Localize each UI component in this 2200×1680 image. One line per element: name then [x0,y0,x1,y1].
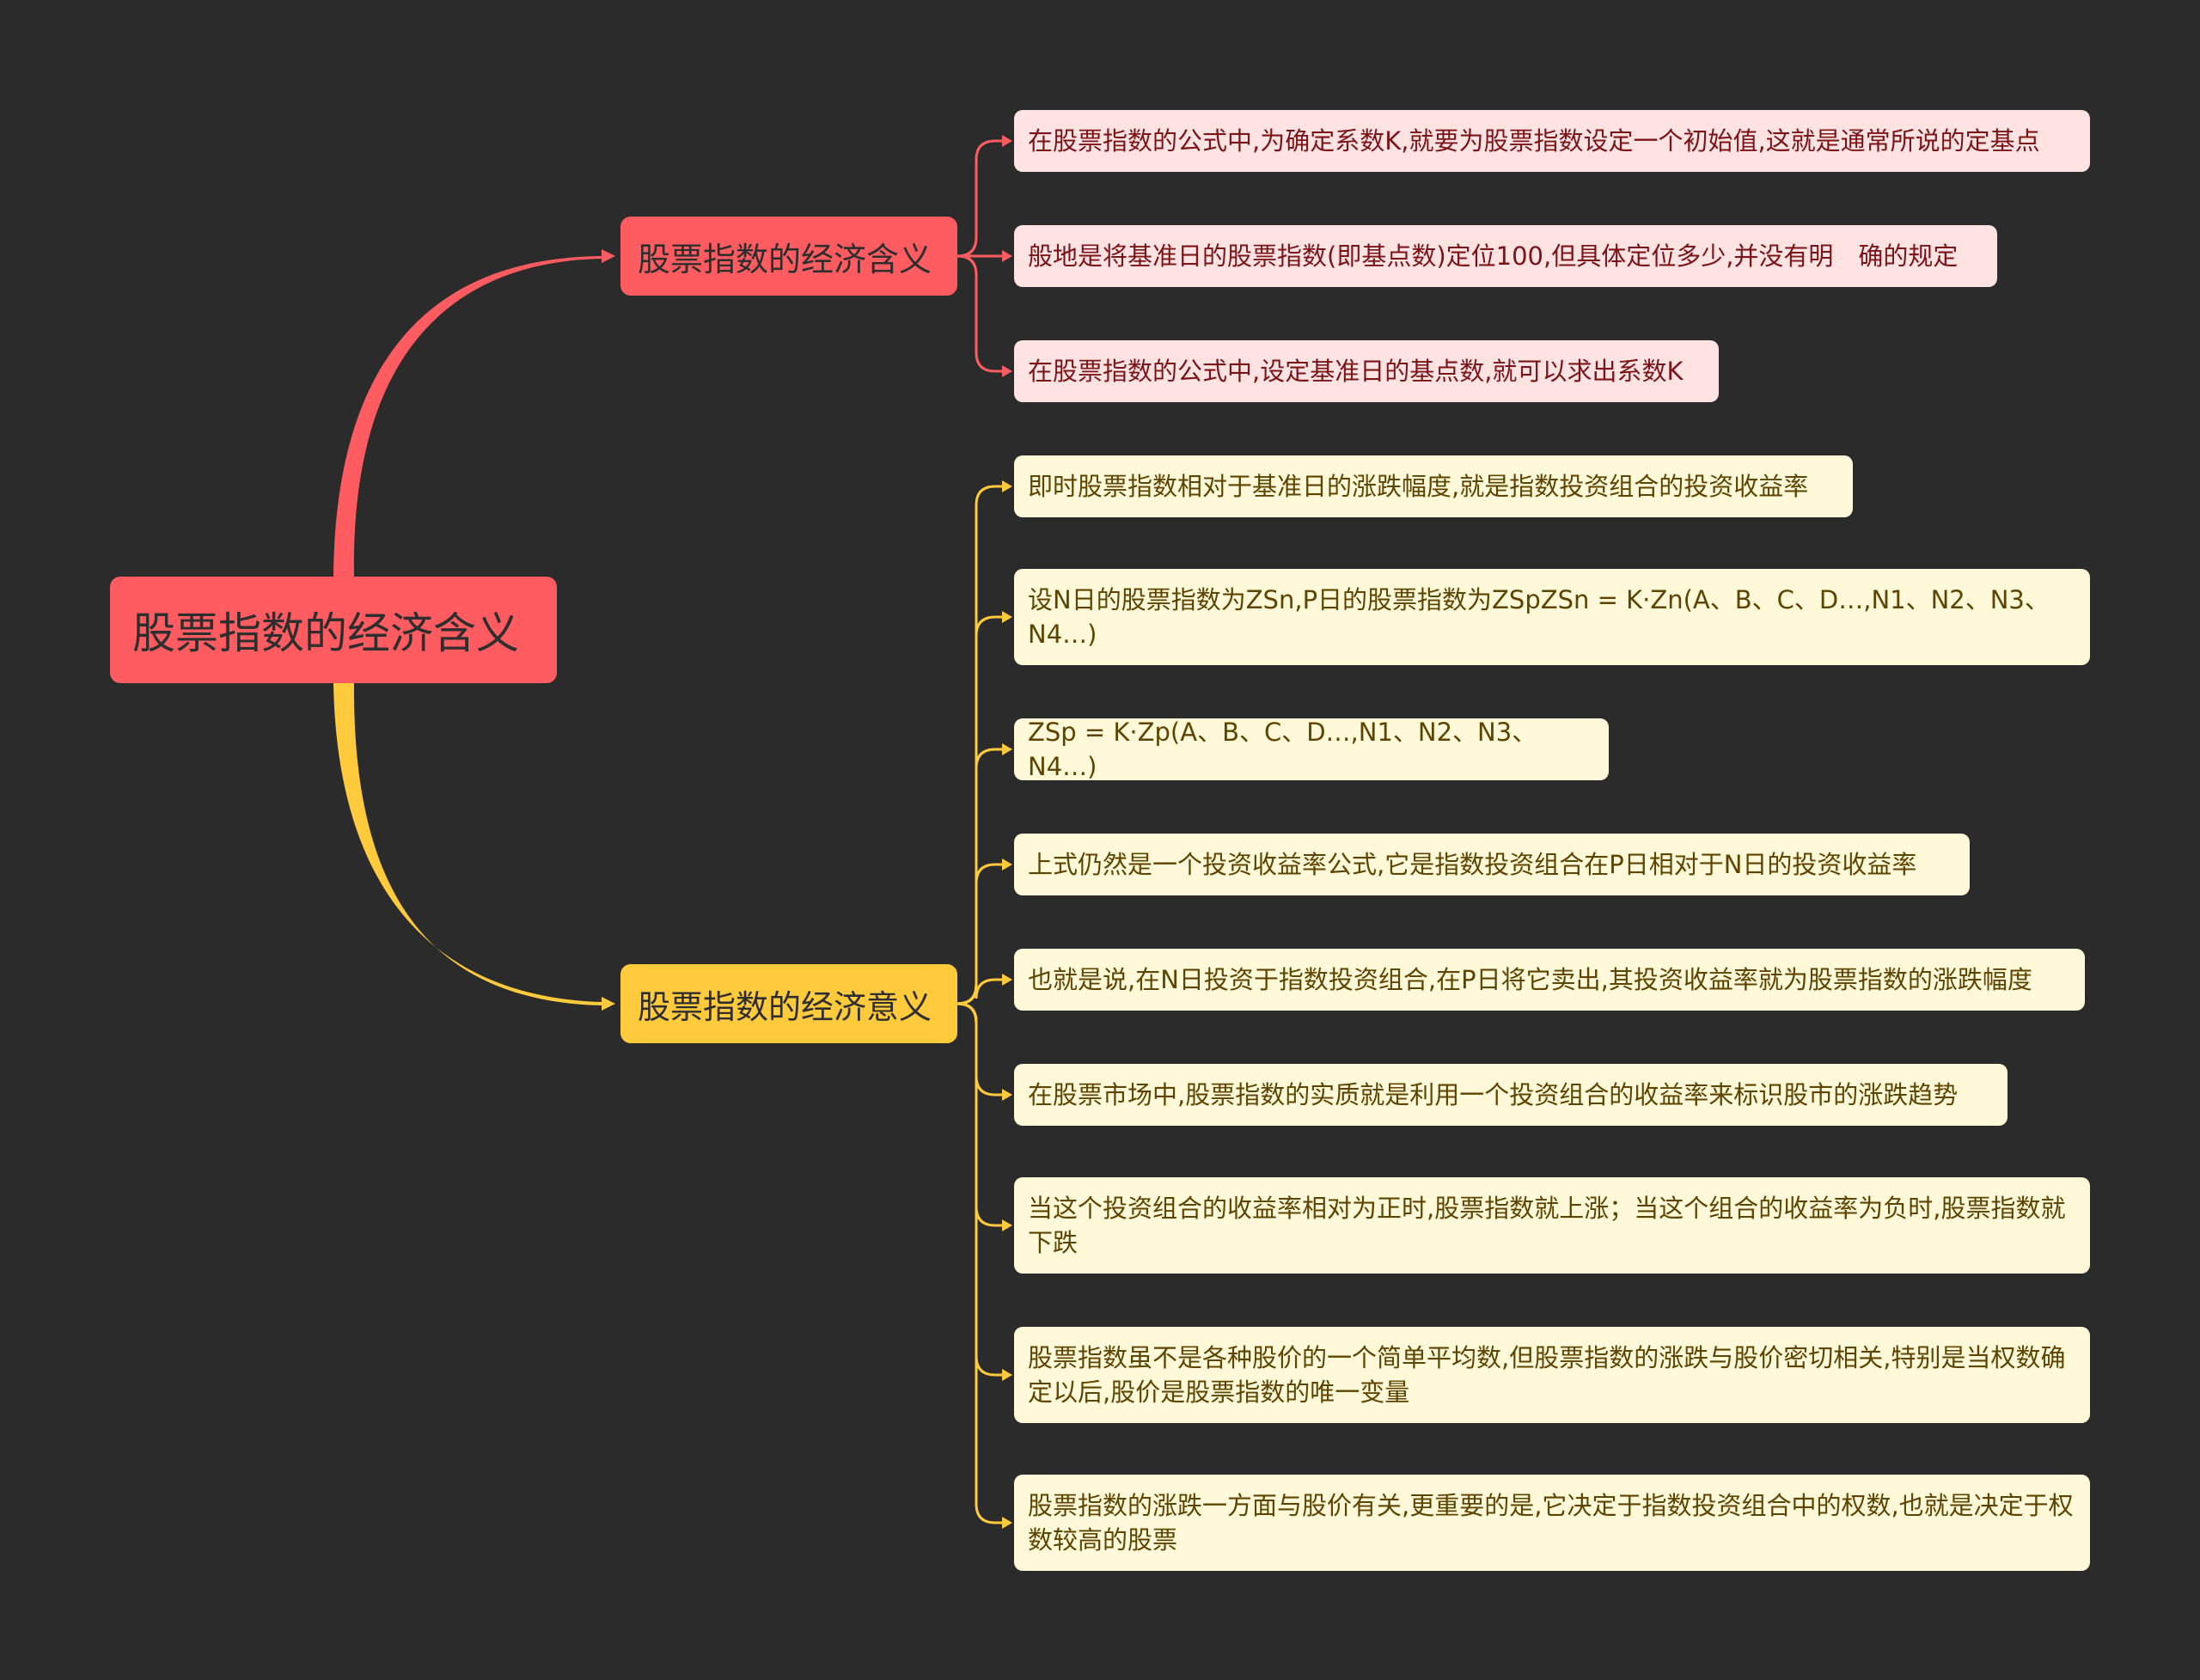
leaf-node[interactable]: 在股票指数的公式中,为确定系数K,就要为股票指数设定一个初始值,这就是通常所说的… [1014,110,2090,172]
leaf-link [956,615,1007,1005]
leaf-text: 在股票市场中,股票指数的实质就是利用一个投资组合的收益率来标识股市的涨跌趋势 [1028,1080,1959,1109]
leaf-link-arrow [1002,611,1012,623]
leaf-text: 当这个投资组合的收益率相对为正时,股票指数就上涨；当这个组合的收益率为负时,股票… [1028,1194,2066,1257]
leaf-link [956,1002,1007,1377]
root-to-branch-2-link [333,683,602,1005]
leaf-node[interactable]: 般地是将基准日的股票指数(即基点数)定位100,但具体定位多少,并没有明 确的规… [1014,225,1997,287]
leaf-link-arrow [1002,1219,1012,1231]
leaf-link [956,139,1007,258]
leaf-text: ZSp = K·Zp(A、B、C、D…,N1、N2、N3、N4…) [1028,718,1537,781]
branch-label: 股票指数的经济意义 [638,987,932,1026]
leaf-link-arrow [1002,1089,1012,1101]
leaf-link-arrow [1002,250,1012,262]
leaf-node[interactable]: 股票指数虽不是各种股价的一个简单平均数,但股票指数的涨跌与股价密切相关,特别是当… [1014,1327,2090,1423]
root-node[interactable]: 股票指数的经济含义 [110,577,557,683]
branch-node-economic-significance[interactable]: 股票指数的经济意义 [620,964,957,1043]
leaf-text: 设N日的股票指数为ZSn,P日的股票指数为ZSpZSn = K·Zn(A、B、C… [1028,585,2050,649]
leaf-node[interactable]: 上式仍然是一个投资收益率公式,它是指数投资组合在P日相对于N日的投资收益率 [1014,834,1970,895]
leaf-text: 股票指数的涨跌一方面与股价有关,更重要的是,它决定于指数投资组合中的权数,也就是… [1028,1491,2074,1555]
leaf-link-arrow [1002,480,1012,492]
leaf-node[interactable]: 在股票市场中,股票指数的实质就是利用一个投资组合的收益率来标识股市的涨跌趋势 [1014,1064,2008,1126]
leaf-text: 上式仍然是一个投资收益率公式,它是指数投资组合在P日相对于N日的投资收益率 [1028,850,1917,879]
branch-label: 股票指数的经济含义 [638,240,932,278]
leaf-link [956,254,1007,373]
leaf-link [956,485,1007,1005]
leaf-link [956,1002,1007,1097]
leaf-text: 在股票指数的公式中,设定基准日的基点数,就可以求出系数K [1028,357,1684,386]
branch-node-economic-meaning[interactable]: 股票指数的经济含义 [620,217,957,296]
leaf-node[interactable]: 在股票指数的公式中,设定基准日的基点数,就可以求出系数K [1014,340,1719,402]
leaf-link [956,978,1007,1005]
leaf-text: 股票指数虽不是各种股价的一个简单平均数,但股票指数的涨跌与股价密切相关,特别是当… [1028,1343,2066,1407]
leaf-link-arrow [1002,1369,1012,1381]
leaf-link [956,1002,1007,1227]
leaf-node[interactable]: ZSp = K·Zp(A、B、C、D…,N1、N2、N3、N4…) [1014,718,1609,781]
root-label: 股票指数的经济含义 [132,608,519,658]
leaf-node[interactable]: 股票指数的涨跌一方面与股价有关,更重要的是,它决定于指数投资组合中的权数,也就是… [1014,1475,2090,1571]
leaf-link-arrow [1002,974,1012,986]
leaf-text: 在股票指数的公式中,为确定系数K,就要为股票指数设定一个初始值,这就是通常所说的… [1028,126,2040,156]
leaf-link [956,1002,1007,1524]
leaf-node[interactable]: 当这个投资组合的收益率相对为正时,股票指数就上涨；当这个组合的收益率为负时,股票… [1014,1177,2090,1274]
leaf-link-arrow [1002,858,1012,871]
leaf-link-arrow [1002,1517,1012,1529]
root-to-branch-1-link [333,256,602,577]
branch-2-arrow [602,997,615,1011]
leaf-text: 即时股票指数相对于基准日的涨跌幅度,就是指数投资组合的投资收益率 [1028,472,1809,501]
leaf-link-arrow [1002,365,1012,377]
leaf-text: 般地是将基准日的股票指数(即基点数)定位100,但具体定位多少,并没有明 确的规… [1028,241,1959,271]
leaf-text: 也就是说,在N日投资于指数投资组合,在P日将它卖出,其投资收益率就为股票指数的涨… [1028,965,2032,994]
leaf-link-arrow [1002,743,1012,755]
leaf-link [956,748,1007,1005]
leaf-node[interactable]: 即时股票指数相对于基准日的涨跌幅度,就是指数投资组合的投资收益率 [1014,455,1853,517]
leaf-link-arrow [1002,135,1012,147]
leaf-node[interactable]: 设N日的股票指数为ZSn,P日的股票指数为ZSpZSn = K·Zn(A、B、C… [1014,569,2090,665]
branch-1-arrow [602,249,615,263]
leaf-node[interactable]: 也就是说,在N日投资于指数投资组合,在P日将它卖出,其投资收益率就为股票指数的涨… [1014,949,2085,1011]
